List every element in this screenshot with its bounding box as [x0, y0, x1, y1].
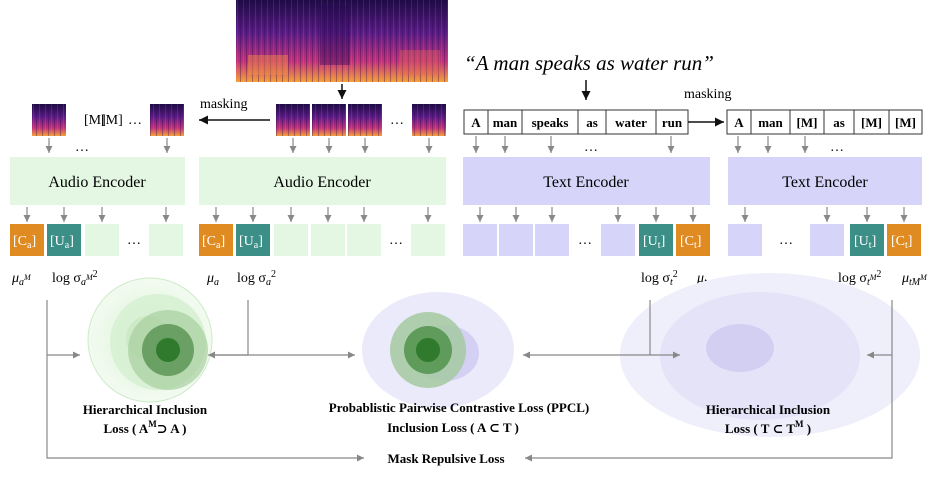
log-sigma-a-masked-label: log σaM2	[52, 269, 98, 288]
masked-text-token-label-5: [M]	[895, 115, 916, 130]
caption-text: “A man speaks as water run”	[464, 51, 714, 75]
c-text-token: [Ct]	[680, 234, 701, 251]
log-sigma-t-masked-label: log σtM2	[838, 269, 881, 288]
text-outputs	[463, 224, 710, 256]
masked-text-token-label-0: A	[734, 115, 744, 130]
masked-audio-ellipsis: …	[128, 113, 142, 128]
u-audio-token: [Ua]	[239, 234, 263, 251]
c-audio-token: [Ca]	[202, 234, 225, 251]
text-output-ellipsis: …	[578, 233, 592, 248]
audio-encoder: Audio Encoder	[199, 157, 446, 205]
masked-text-token-label-2: [M]	[797, 115, 818, 130]
mask-token-2: [M]	[101, 113, 123, 128]
u-text-masked-token: [Ut]	[854, 234, 876, 251]
log-sigma-a-label: log σa2	[237, 269, 276, 288]
text-token-box-5	[655, 109, 689, 135]
main-spectrogram	[236, 0, 448, 82]
text-encoder-label: Text Encoder	[543, 174, 629, 191]
text-token-label-0: A	[471, 115, 481, 130]
text-encoder: Text Encoder	[463, 157, 710, 205]
masked-text-token-box-2	[789, 109, 825, 135]
audio-hierarchy-distribution	[87, 277, 213, 403]
c-text-masked-token: [Ct]	[891, 234, 912, 251]
c-audio-masked-token: [Ca]	[13, 234, 36, 251]
u-audio-masked-token: [Ua]	[50, 234, 74, 251]
text-encoder-masked: Text Encoder	[728, 157, 922, 205]
audio-encoder-masked: Audio Encoder	[10, 157, 185, 205]
ppcl-line1: Probablistic Pairwise Contrastive Loss (…	[329, 400, 589, 415]
masking-label-right: masking	[684, 87, 731, 102]
log-sigma-t-label: log σt2	[641, 269, 678, 288]
loss-connectors	[46, 300, 893, 462]
text-tokens-dots: …	[584, 140, 598, 155]
mu-a-label: μa	[206, 271, 219, 288]
masked-audio-outputs	[10, 224, 183, 256]
masked-text-token-box-1	[750, 109, 791, 135]
input-arrows	[45, 136, 809, 153]
masked-audio-dots: …	[75, 140, 89, 155]
masked-audio-output-ellipsis: …	[127, 233, 141, 248]
hier-left-line1: Hierarchical Inclusion	[83, 402, 208, 417]
mask-token-1: [M]	[84, 113, 106, 128]
audio-outputs	[199, 224, 445, 256]
u-text-token: [Ut]	[643, 234, 665, 251]
hier-right-line1: Hierarchical Inclusion	[706, 402, 831, 417]
text-token-box-1	[487, 109, 523, 135]
text-token-box-4	[605, 109, 657, 135]
text-token-label-1: man	[493, 115, 518, 130]
mu-t-masked-label: μtMM	[901, 271, 928, 288]
masked-text-token-box-4	[853, 109, 890, 135]
text-token-box-0	[463, 109, 489, 135]
masked-text-token-box-0	[726, 109, 752, 135]
text-encoder-masked-label: Text Encoder	[782, 174, 868, 191]
masked-text-dots: …	[830, 140, 844, 155]
text-hierarchy-distribution	[620, 273, 920, 437]
masked-text-token-box-3	[823, 109, 855, 135]
ppcl-line2: Inclusion Loss ( A ⊂ T )	[387, 420, 519, 435]
text-token-label-3: as	[586, 115, 598, 130]
masked-text-token-label-4: [M]	[861, 115, 882, 130]
masked-text-output-ellipsis: …	[779, 233, 793, 248]
masked-audio-patches	[32, 104, 184, 136]
ppcl-distribution	[362, 292, 514, 408]
masked-text-token-label-3: as	[833, 115, 845, 130]
audio-output-ellipsis: …	[389, 233, 403, 248]
audio-encoder-label: Audio Encoder	[273, 174, 371, 191]
text-token-label-2: speaks	[532, 115, 569, 130]
masked-text-token-box-5	[888, 109, 923, 135]
mu-a-masked-label: μaM	[11, 271, 32, 288]
masked-text-token-label-1: man	[758, 115, 783, 130]
text-token-box-3	[577, 109, 607, 135]
hier-right-line2: Loss ( T ⊂ TM )	[725, 419, 811, 436]
hier-left-line2: Loss ( AM⊃ A )	[104, 419, 187, 436]
audio-patches	[276, 104, 446, 136]
text-token-label-4: water	[615, 115, 647, 130]
masked-text-outputs	[728, 224, 921, 256]
output-arrows	[23, 207, 908, 222]
audio-encoder-masked-label: Audio Encoder	[48, 174, 146, 191]
text-token-label-5: run	[662, 115, 683, 130]
audio-patches-ellipsis: …	[390, 113, 404, 128]
mask-repulsive-loss-label: Mask Repulsive Loss	[387, 451, 504, 466]
masking-label-left: masking	[200, 97, 247, 112]
